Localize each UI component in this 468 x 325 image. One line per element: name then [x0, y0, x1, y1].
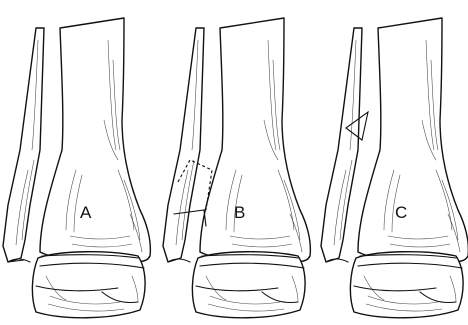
- panel-label-a: A: [80, 203, 92, 222]
- panel-b: [163, 18, 310, 318]
- panel-c: [321, 18, 468, 318]
- panel-label-b: B: [234, 203, 245, 222]
- panel-label-c: C: [395, 203, 407, 222]
- panel-a: [3, 18, 150, 318]
